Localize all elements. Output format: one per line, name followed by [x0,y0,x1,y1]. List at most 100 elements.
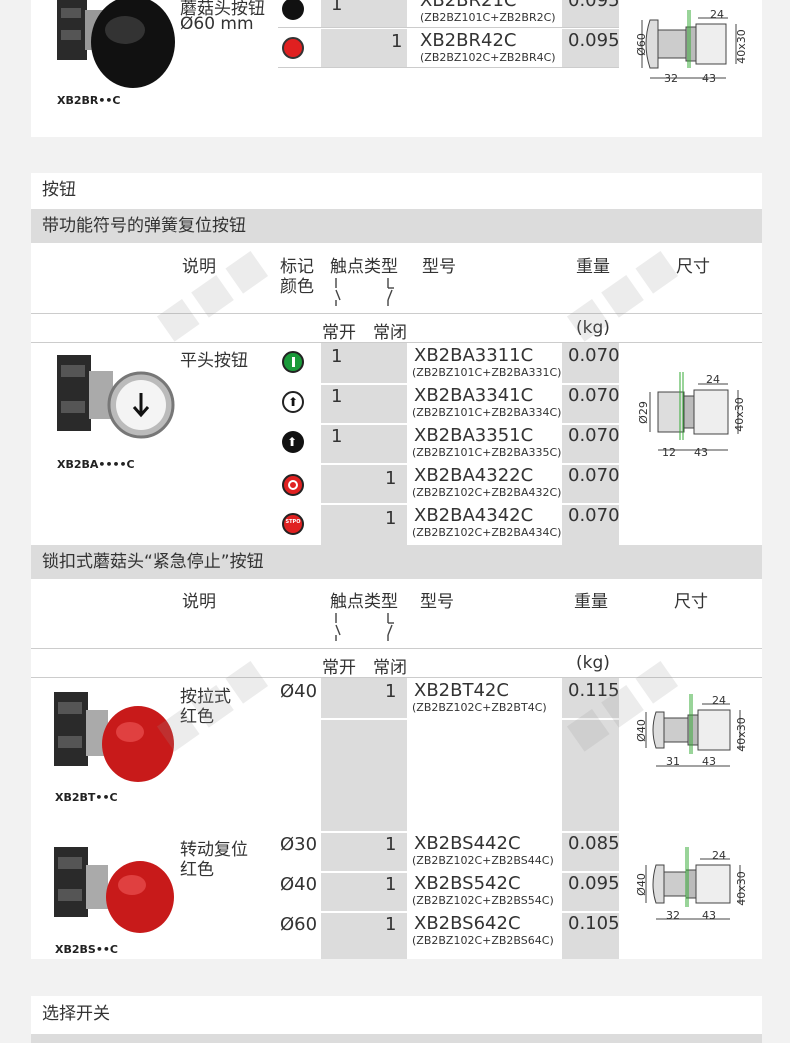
red-stop-icon: STPO [282,513,304,535]
desc-color: 红色 [180,707,214,727]
header-desc: 说明 [182,257,216,277]
arrow-up-black-icon: ⬆ [282,431,304,453]
dimension-drawing [645,847,741,920]
dim-label: 32 [664,72,678,85]
row-separator [278,871,619,873]
contact-symbols [335,613,394,641]
model-number: XB2BA4322C [414,465,534,486]
no-count: 1 [331,426,343,447]
dim-label: 43 [694,446,708,459]
header-size: 尺寸 [674,592,708,612]
model-code: (ZB2BZ102C+ZB2BS64C) [412,934,554,947]
no-count: 1 [331,386,343,407]
row-separator [278,718,619,720]
subheader-line [31,648,762,649]
product-image-flush-button [55,345,175,455]
model-number: XB2BS442C [414,833,521,854]
nc-count: 1 [385,468,397,489]
dim-label: 40x30 [732,397,746,432]
subheader-no: 常开 [322,658,356,678]
contact-symbols [335,278,394,306]
dim-label: 40x30 [734,29,748,64]
dim-label: 12 [662,446,676,459]
header-weight: 重量 [574,592,608,612]
arrow-up-white-icon: ⬆ [282,391,304,413]
nc-count: 1 [385,914,397,935]
weight-value: 0.070 [568,345,620,366]
header-size: 尺寸 [676,257,710,277]
dim-label: 24 [712,694,726,707]
green-start-icon [282,351,304,373]
product-image-pull-release [52,688,177,788]
weight-value: 0.070 [568,465,620,486]
weight-value: 0.105 [568,913,620,934]
model-code: (ZB2BZ102C+ZB2BA434C) [412,526,562,539]
no-count: 1 [331,0,343,15]
header-desc: 说明 [182,592,216,612]
row-separator [278,911,619,913]
model-code: (ZB2BZ101C+ZB2BA331C) [412,366,562,379]
dim-label: Ø40 [634,873,648,896]
separator-line [278,27,619,28]
dim-label: 32 [666,909,680,922]
model-code: (ZB2BZ101C+ZB2BR2C) [420,11,556,24]
row-separator [278,27,619,29]
red-stop-ring-icon [282,474,304,496]
nc-count: 1 [385,874,397,895]
product-caption: XB2BR••C [57,94,121,107]
desc-text: 蘑菇头按钮 [180,0,265,19]
nc-count: 1 [385,681,397,702]
dim-label: Ø29 [636,401,650,424]
model-number: XB2BA3341C [414,385,534,406]
dimension-drawing [649,372,739,451]
desc-text: 转动复位 [180,840,248,860]
dim-label: 24 [706,373,720,386]
no-count: 1 [331,346,343,367]
model-code: (ZB2BZ102C+ZB2BR4C) [420,51,556,64]
dim-label: 31 [666,755,680,768]
weight-value: 0.095 [568,0,620,11]
subheader-line [31,342,762,343]
weight-value: 0.095 [568,873,620,894]
desc-text: 平头按钮 [180,351,248,371]
model-code: (ZB2BZ101C+ZB2BA334C) [412,406,562,419]
dim-label: 43 [702,755,716,768]
model-number: XB2BA3351C [414,425,534,446]
section-subtitle: 带功能符号的弹簧复位按钮 [31,209,762,243]
header-mark: 标记 [280,257,314,277]
desc-color: 红色 [180,860,214,880]
dim-label: Ø40 [634,719,648,742]
diameter-text: Ø60 mm [180,14,254,34]
contact-no-column [321,343,407,545]
subheader-nc: 常闭 [373,323,407,343]
row-separator [278,383,619,385]
dim-label: 24 [710,8,724,21]
product-image-mushroom-black [55,0,175,92]
model-number: XB2BA4342C [414,505,534,526]
subheader-no: 常开 [322,323,356,343]
subheader-nc: 常闭 [373,658,407,678]
contact-no-column [321,0,407,68]
weight-value: 0.115 [568,680,620,701]
weight-value: 0.095 [568,30,620,51]
model-code: (ZB2BZ102C+ZB2BT4C) [412,701,547,714]
model-code: (ZB2BZ102C+ZB2BS54C) [412,894,554,907]
product-caption: XB2BS••C [55,943,118,956]
header-contact: 触点类型 [330,592,398,612]
row-separator [278,67,619,69]
model-code: (ZB2BZ102C+ZB2BA432C) [412,486,562,499]
nc-count: 1 [385,834,397,855]
diameter-value: Ø60 [280,914,318,935]
subheader-unit: (kg) [576,653,610,673]
weight-value: 0.085 [568,833,620,854]
subheader-unit: (kg) [576,318,610,338]
header-model: 型号 [422,257,456,277]
row-separator [278,503,619,505]
model-number: XB2BS542C [414,873,521,894]
desc-text: 按拉式 [180,687,231,707]
model-number: XB2BR42C [420,30,517,51]
row-separator [278,423,619,425]
weight-value: 0.070 [568,425,620,446]
header-contact: 触点类型 [330,257,398,277]
model-code: (ZB2BZ101C+ZB2BA335C) [412,446,562,459]
